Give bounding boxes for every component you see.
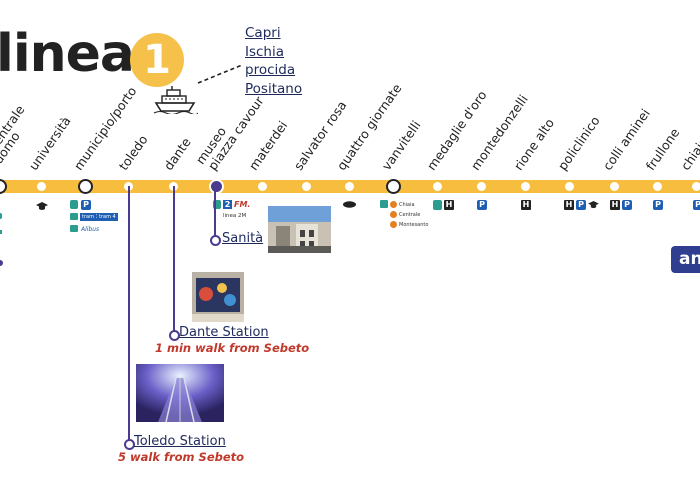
- train-icon: [0, 213, 2, 219]
- station-dot-materdei[interactable]: [258, 182, 267, 191]
- station-dot-salvator-rosa[interactable]: [302, 182, 311, 191]
- station-label-frullone: frullone: [642, 125, 683, 173]
- dante-callout-dot: [169, 330, 180, 341]
- station-label-vanvitelli: vanvitelli: [378, 117, 424, 173]
- frullone-parking-icon: P: [653, 200, 663, 210]
- funicular-montesanto-label: Montesanto: [399, 222, 429, 228]
- line-2-icon: 2: [223, 200, 232, 209]
- car-icon: [343, 201, 356, 208]
- rione-hospital-icon: H: [521, 200, 531, 210]
- bus-icon: [0, 230, 2, 234]
- policlinico-university-icon: [588, 201, 599, 209]
- medaglie-bus-icon: [433, 200, 442, 210]
- line-number-badge: 1: [130, 33, 184, 87]
- tram-1-label: tram 1: [80, 213, 101, 221]
- dante-callout-line: [173, 186, 175, 335]
- station-label-chiaiano: chiaiano: [677, 121, 700, 173]
- destination-link-capri[interactable]: Capri: [245, 25, 281, 41]
- station-dot-quattro-giornate[interactable]: [345, 182, 354, 191]
- station-dot-universita[interactable]: [37, 182, 46, 191]
- parking-icon: P: [81, 200, 91, 210]
- sanita-photo: [268, 206, 331, 253]
- station-dot-policlinico[interactable]: [565, 182, 574, 191]
- tram-icon: [70, 213, 78, 220]
- funicular-chiaia-dot: [390, 201, 397, 208]
- sanita-link[interactable]: Sanità: [222, 231, 264, 246]
- destination-link-procida[interactable]: procida: [245, 62, 296, 79]
- destination-link-positano[interactable]: Positano: [245, 81, 303, 98]
- station-dot-medaglie-doro[interactable]: [433, 182, 442, 191]
- destination-link-ischia[interactable]: Ischia: [245, 43, 285, 60]
- tram-4-label: tram 4: [97, 213, 118, 221]
- duomo-branch-dot: [0, 260, 3, 266]
- station-label-rione-alto: rione alto: [510, 115, 558, 173]
- station-label-dante: dante: [160, 134, 194, 173]
- funicular-montesanto-dot: [390, 221, 397, 228]
- toledo-callout-line: [128, 186, 130, 444]
- dante-station-link[interactable]: Dante Station: [179, 325, 269, 340]
- colli-hospital-icon: H: [610, 200, 620, 210]
- funicular-icon: [380, 200, 388, 208]
- sanita-callout-dot: [210, 235, 221, 246]
- station-label-toledo: toledo: [115, 132, 151, 173]
- station-dot-museo[interactable]: [209, 179, 224, 194]
- ferry-destinations: Capri Ischia procida Positano: [245, 24, 302, 99]
- museo-train-icon: [213, 200, 221, 209]
- station-dot-colli-aminei[interactable]: [610, 182, 619, 191]
- station-dot-vanvitelli[interactable]: [386, 179, 401, 194]
- toledo-callout-dot: [124, 439, 135, 450]
- ferry-connector: [197, 64, 243, 84]
- funicular-centrale-dot: [390, 211, 397, 218]
- toledo-station-photo: [136, 364, 224, 422]
- graduation-cap-icon: [36, 202, 48, 210]
- toledo-walk-note: 5 walk from Sebeto: [118, 450, 245, 464]
- hospital-icon: H: [444, 200, 454, 210]
- alibus-label: Alibus: [81, 226, 100, 233]
- funicular-chiaia-label: Chiaia: [399, 202, 415, 208]
- linea-2m-label: linea 2M: [223, 213, 247, 219]
- station-dot-montedonzelli[interactable]: [477, 182, 486, 191]
- chiaiano-parking-icon: P: [693, 200, 700, 210]
- ferry-icon: [153, 86, 198, 114]
- station-dot-frullone[interactable]: [653, 182, 662, 191]
- ferry-terminal-icon: [70, 200, 78, 209]
- station-dot-municipio[interactable]: [78, 179, 93, 194]
- colli-parking-icon: P: [622, 200, 632, 210]
- line-title: linea: [0, 24, 135, 84]
- sanita-callout-line: [214, 186, 216, 240]
- station-dot-rione-alto[interactable]: [521, 182, 530, 191]
- station-dot-chiaiano[interactable]: [692, 182, 700, 191]
- toledo-station-link[interactable]: Toledo Station: [134, 434, 226, 449]
- policlinico-parking-icon: P: [576, 200, 586, 210]
- dante-walk-note: 1 min walk from Sebeto: [155, 341, 310, 355]
- fs-logo: FM.: [234, 200, 251, 209]
- dante-station-photo: [192, 272, 244, 322]
- airport-bus-icon: [70, 225, 78, 232]
- montedonzelli-parking-icon: P: [477, 200, 487, 210]
- station-label-universita: università: [25, 113, 74, 173]
- side-tab[interactable]: an: [671, 246, 700, 273]
- station-label-policlinico: policlinico: [554, 113, 603, 173]
- funicular-centrale-label: Centrale: [399, 212, 421, 218]
- policlinico-hospital-icon: H: [564, 200, 574, 210]
- station-label-materdei: materdei: [245, 118, 291, 173]
